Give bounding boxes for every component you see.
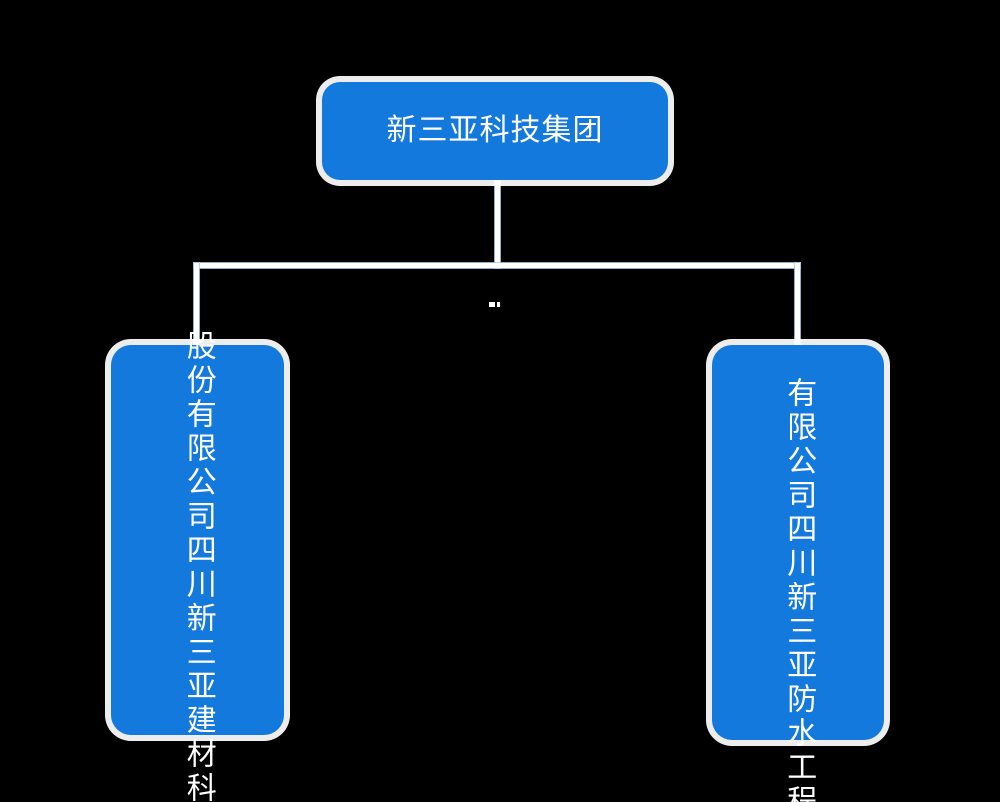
node-root-label: 新三亚科技集团 (386, 113, 604, 148)
connector-horizontal-bus (194, 263, 800, 268)
node-child-right-column-2: 有限公司 (781, 376, 817, 513)
node-child-left-column-2: 股份有限公司 (180, 330, 216, 534)
node-child-right-label: 有限公司 四川新三亚防水工程 (779, 345, 817, 802)
connector-to-child-left (194, 263, 199, 348)
connector-root-stem (495, 178, 500, 268)
connector-to-child-right (795, 263, 800, 348)
node-root[interactable]: 新三亚科技集团 (322, 82, 668, 180)
center-artifact-mark-b (497, 302, 500, 307)
center-artifact-mark-a (489, 302, 495, 307)
node-child-left-label: 股份有限公司 四川新三亚建材科技 (178, 330, 216, 802)
node-child-right-column-1: 四川新三亚防水工程 (781, 512, 817, 802)
node-child-right[interactable]: 有限公司 四川新三亚防水工程 (712, 345, 884, 802)
node-child-left-column-1: 四川新三亚建材科技 (180, 534, 216, 802)
node-child-left[interactable]: 股份有限公司 四川新三亚建材科技 (111, 330, 284, 802)
